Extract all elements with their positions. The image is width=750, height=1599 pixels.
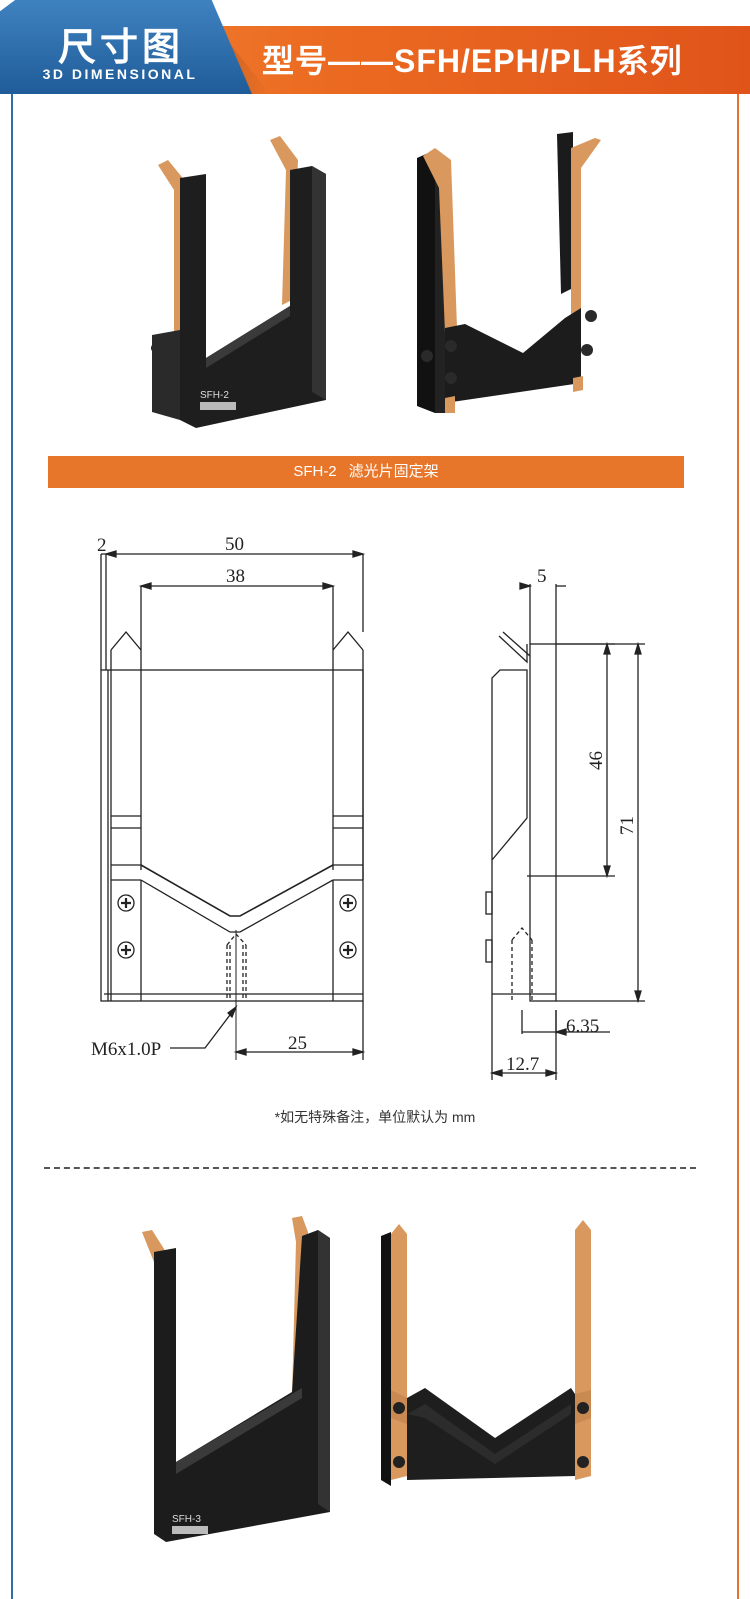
header-tab-title: 尺寸图 <box>57 27 184 69</box>
header-tab-subtitle: 3D DIMENSIONAL <box>42 66 198 82</box>
section-divider <box>44 1167 696 1169</box>
frame-right-border <box>737 92 739 1599</box>
product-photo-sfh3-front: SFH-3 <box>142 1216 330 1542</box>
dimension-drawing: 2 50 38 M6x1.0P 25 5 46 71 6.35 12.7 <box>91 534 645 1080</box>
dim-base-depth: 12.7 <box>506 1054 539 1075</box>
front-view <box>100 550 366 1060</box>
frame-left-border <box>11 92 13 1599</box>
product-photo-sfh3-back <box>381 1220 591 1486</box>
dim-thread-offset: 6.35 <box>566 1016 599 1037</box>
dim-slot-depth: 46 <box>586 751 607 770</box>
dim-slot-width: 38 <box>226 566 245 587</box>
unit-note: *如无特殊备注，单位默认为 mm <box>274 1109 476 1125</box>
caption-bar-sfh2: SFH-2 滤光片固定架 <box>48 456 684 488</box>
caption-name: 滤光片固定架 <box>348 463 439 480</box>
engraving-sfh3: SFH-3 <box>172 1514 201 1525</box>
dim-thread: M6x1.0P <box>91 1039 161 1060</box>
product-photo-sfh2-front: SFH-2 <box>151 136 326 428</box>
dim-plate-offset: 2 <box>97 535 107 556</box>
dim-total-width: 50 <box>225 534 244 555</box>
page-title: 型号——SFH/EPH/PLH系列 <box>262 43 683 79</box>
engraving-sfh2: SFH-2 <box>200 390 229 401</box>
dim-total-height: 71 <box>617 816 638 835</box>
header-blue-tab <box>0 0 252 94</box>
side-view <box>485 582 645 1080</box>
dim-side-top: 5 <box>537 566 547 587</box>
product-photo-sfh2-back <box>417 132 601 413</box>
caption-model: SFH-2 <box>293 463 337 480</box>
dim-thread-position: 25 <box>288 1033 307 1054</box>
header-banner: 尺寸图 3D DIMENSIONAL 型号——SFH/EPH/PLH系列 <box>0 0 750 96</box>
